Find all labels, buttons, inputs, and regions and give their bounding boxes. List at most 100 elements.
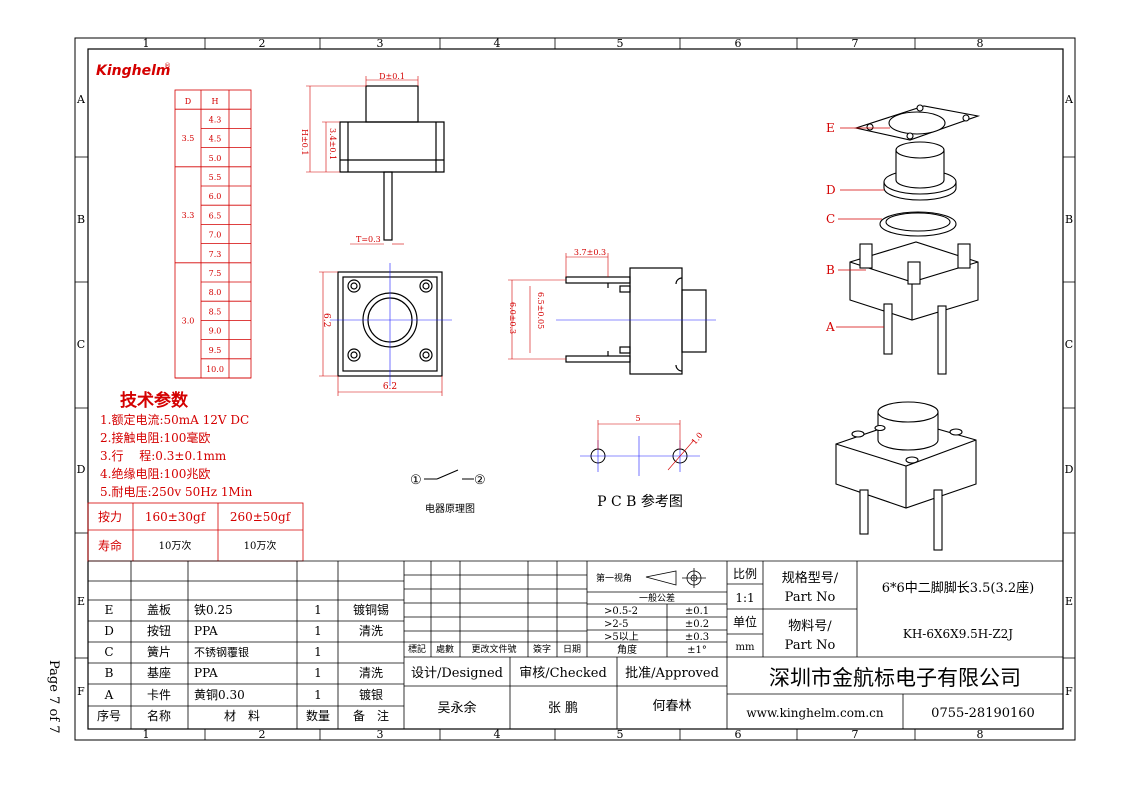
circuit-terminals: ① ② (410, 473, 486, 488)
circuit-caption: 电器原理图 (425, 502, 475, 515)
table-row: E 盖板 铁0.25 1 镀铜锡 (105, 602, 389, 617)
bom-header-cell: 备 注 (353, 708, 389, 723)
grid-col-8: 8 (977, 37, 984, 50)
height-table-d: 3.3 (182, 211, 195, 220)
model-label-en: Part No (785, 590, 836, 605)
part-label-c: C (826, 212, 835, 226)
tolerance-range: >5以上 (604, 631, 639, 643)
height-table-cell: 9.5 (209, 346, 222, 355)
tolerance-title: 一般公差 (639, 592, 675, 604)
side-view-dims (508, 253, 609, 360)
grid-row-f: F (77, 685, 85, 698)
top-view-centerlines (330, 263, 452, 386)
bom-cell: 不锈钢覆银 (194, 645, 249, 659)
bom-cell: 镀铜锡 (353, 602, 389, 617)
part-label-b: B (826, 263, 835, 277)
exploded-part-labels: E D C B A (825, 121, 836, 334)
projection-label: 第一视角 (596, 572, 632, 584)
checked-name: 张 鹏 (548, 701, 578, 716)
spec-item: 1.额定电流:50mA 12V DC (100, 412, 249, 427)
grid-row-a: A (76, 93, 86, 106)
exploded-leaders (836, 127, 890, 328)
height-table-d: 3.5 (182, 134, 195, 143)
force-table-text: 按力 160±30gf 260±50gf 寿命 10万次 10万次 (98, 510, 292, 553)
grid-row-c: C (77, 338, 85, 351)
exploded-view (849, 104, 981, 375)
force-table (87, 502, 304, 562)
front-view-dims (306, 76, 419, 245)
grid-col-3-bottom: 3 (377, 728, 384, 741)
table-row: D 按钮 PPA 1 清洗 (104, 623, 383, 638)
life-value: 10万次 (244, 539, 277, 552)
grid-row-d-right: D (1065, 463, 1074, 476)
dim-h: H±0.1 (300, 129, 309, 155)
unit-value: mm (736, 642, 755, 653)
material-label-cn: 物料号/ (788, 619, 832, 634)
table-row: B 基座 PPA 1 清洗 (105, 665, 383, 680)
height-table-cell: 7.5 (209, 269, 222, 278)
assembled-view (835, 401, 977, 551)
bom-cell: 1 (314, 645, 322, 659)
grid-col-5: 5 (617, 37, 624, 50)
revision-col: 更改文件號 (471, 643, 516, 655)
outer-frame (74, 37, 1076, 741)
designed-label: 设计/Designed (411, 666, 503, 681)
projection-symbol (645, 568, 706, 588)
revision-col: 日期 (563, 644, 581, 655)
height-table-cell: 4.5 (209, 135, 222, 144)
life-value: 10万次 (159, 539, 192, 552)
tolerance-value: ±0.1 (685, 606, 709, 617)
bom-cell: 基座 (147, 665, 171, 680)
height-table-cell: 8.0 (209, 288, 222, 297)
bom-cell: 铁0.25 (194, 603, 233, 617)
revision-col: 標記 (408, 643, 426, 655)
dim-bottom: 6.2 (383, 382, 397, 392)
grid-col-5-bottom: 5 (617, 728, 624, 741)
grid-col-2-bottom: 2 (259, 728, 266, 741)
designed-name: 吴永余 (437, 700, 476, 716)
height-table-cell: 8.5 (209, 307, 222, 316)
bom-header-cell: 数量 (306, 708, 330, 723)
grid-col-7-bottom: 7 (852, 728, 859, 741)
specs-title: 技术参数 (120, 390, 189, 411)
grid-col-6-bottom: 6 (735, 728, 742, 741)
bom-cell: 卡件 (147, 688, 171, 702)
height-table-cell: 5.0 (209, 154, 222, 163)
scale-label: 比例 (733, 567, 757, 581)
grid-row-e: E (77, 595, 85, 608)
front-view-labels: D±0.1 H±0.1 3.4±0.1 T=0.3 (300, 72, 405, 244)
tolerance-value: ±1° (687, 645, 707, 656)
specs-list: 1.额定电流:50mA 12V DC 2.接触电阻:100毫欧 3.行 程:0.… (100, 412, 253, 499)
scale-value: 1:1 (735, 591, 754, 605)
bom-table: 序号 名称 材 料 数量 备 注 E 盖板 铁0.25 1 镀铜锡 D 按钮 P… (97, 602, 389, 723)
bom-cell: 1 (314, 603, 322, 617)
page-number: Page 7 of 7 (46, 660, 61, 734)
revision-header: 標記 處數 更改文件號 簽字 日期 (408, 643, 581, 655)
height-table-cell: 7.0 (209, 231, 222, 240)
bom-cell: 镀银 (359, 688, 383, 702)
height-table-cell: 7.3 (209, 250, 222, 259)
grid-row-c-right: C (1065, 338, 1073, 351)
part-label-d: D (826, 183, 836, 197)
dim-top-d: D±0.1 (379, 72, 405, 81)
spec-item: 3.行 程:0.3±0.1mm (100, 448, 227, 463)
life-label: 寿命 (98, 538, 122, 553)
tolerance-value: ±0.2 (685, 619, 709, 630)
dim-pcb-gap: 5 (635, 414, 640, 423)
bom-cell: A (104, 688, 114, 702)
height-table-cell: 4.3 (209, 115, 222, 124)
dim-d-height: 3.4±0.1 (328, 128, 337, 160)
circuit-terminal-right: ② (474, 473, 486, 488)
bom-cell: E (105, 603, 114, 617)
revision-col: 處數 (436, 643, 454, 655)
grid-row-e-right: E (1065, 595, 1073, 608)
revision-col: 簽字 (533, 643, 551, 655)
bom-cell: PPA (194, 666, 218, 680)
circuit-terminal-left: ① (410, 473, 422, 488)
bom-cell: 1 (314, 666, 322, 680)
height-table-cell: 9.0 (209, 327, 222, 336)
part-info: 比例 1:1 单位 mm 规格型号/ Part No 6*6中二脚脚长3.5(3… (733, 567, 1034, 653)
side-view-labels: 3.7±0.3 6.0±0.3 6.5±0.05 (508, 248, 606, 334)
